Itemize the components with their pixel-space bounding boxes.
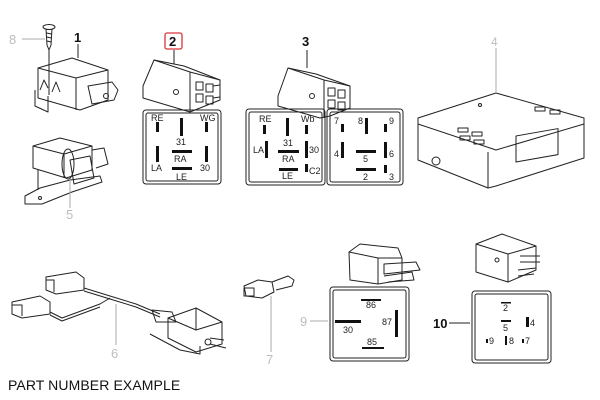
connector-part-7[interactable] bbox=[243, 275, 295, 299]
pin-diagram-part-10 bbox=[471, 290, 552, 364]
pin-30: 30 bbox=[343, 325, 353, 335]
pin-labels-part-3-right: 7 8 9 4 5 6 2 3 bbox=[334, 116, 394, 182]
highlight-frame bbox=[164, 32, 183, 50]
callout-5[interactable]: 5 bbox=[66, 207, 73, 222]
pin-8: 8 bbox=[358, 116, 363, 126]
pin-30: 30 bbox=[200, 163, 210, 173]
pin-labels-part-3-left: RE Wb 31 LA RA 30 LE C2 bbox=[253, 114, 321, 181]
pin-RE: RE bbox=[259, 114, 272, 124]
pin-LE: LE bbox=[176, 172, 187, 182]
pin-5: 5 bbox=[503, 323, 508, 333]
pin-LA: LA bbox=[151, 163, 162, 173]
callout-3[interactable]: 3 bbox=[302, 34, 309, 49]
relay-part-1[interactable] bbox=[34, 57, 119, 113]
pin-2: 2 bbox=[363, 172, 368, 182]
pin-C2: C2 bbox=[309, 166, 321, 176]
pin-9: 9 bbox=[389, 116, 394, 126]
relay-part-3[interactable] bbox=[277, 67, 351, 119]
pin-Wb: Wb bbox=[301, 114, 315, 124]
pin-31: 31 bbox=[176, 137, 186, 147]
pin-WG: WG bbox=[200, 113, 216, 123]
pin-4: 4 bbox=[334, 149, 339, 159]
pin-diagram-part-2 bbox=[142, 109, 222, 185]
pin-4: 4 bbox=[530, 318, 535, 328]
pin-labels-part-10: 2 4 5 9 8 7 bbox=[489, 303, 535, 346]
relay-holder-part-5[interactable] bbox=[24, 137, 109, 205]
callout-10[interactable]: 10 bbox=[433, 316, 447, 331]
pin-bars bbox=[156, 118, 529, 349]
pin-30: 30 bbox=[309, 145, 319, 155]
pin-9: 9 bbox=[489, 336, 494, 346]
pin-5: 5 bbox=[363, 154, 368, 164]
callout-4[interactable]: 4 bbox=[491, 35, 498, 49]
relay-part-9[interactable] bbox=[348, 243, 421, 285]
pin-diagram-part-3-right bbox=[326, 108, 404, 186]
pin-2: 2 bbox=[503, 303, 508, 313]
screw-part-8[interactable] bbox=[42, 24, 56, 51]
pin-LE: LE bbox=[282, 171, 293, 181]
pin-31: 31 bbox=[283, 138, 293, 148]
pin-LA: LA bbox=[253, 145, 264, 155]
caption: PART NUMBER EXAMPLE bbox=[8, 377, 181, 393]
pin-RA: RA bbox=[174, 154, 187, 164]
wiring-harness-part-6[interactable] bbox=[11, 271, 227, 355]
pin-labels-part-2: RE WG 31 LA RA 30 LE bbox=[151, 113, 216, 182]
pin-7: 7 bbox=[334, 116, 339, 126]
pin-RE: RE bbox=[151, 113, 164, 123]
pin-8: 8 bbox=[509, 336, 514, 346]
callout-1[interactable]: 1 bbox=[74, 30, 81, 45]
pin-RA: RA bbox=[282, 154, 295, 164]
relay-part-10[interactable] bbox=[475, 233, 540, 283]
pin-diagram-part-9 bbox=[329, 286, 410, 362]
callout-6[interactable]: 6 bbox=[111, 346, 118, 361]
pin-diagram-part-3-left bbox=[245, 108, 326, 186]
pin-6: 6 bbox=[389, 149, 394, 159]
pin-86: 86 bbox=[366, 300, 376, 310]
control-module-part-4[interactable] bbox=[417, 92, 585, 189]
pin-85: 85 bbox=[367, 337, 377, 347]
pin-3: 3 bbox=[389, 172, 394, 182]
callout-2[interactable]: 2 bbox=[169, 34, 176, 49]
pin-7: 7 bbox=[525, 336, 530, 346]
relay-part-2[interactable] bbox=[142, 59, 221, 113]
pin-87: 87 bbox=[382, 317, 392, 327]
pin-labels-part-9: 86 87 30 85 bbox=[343, 300, 392, 347]
callout-8[interactable]: 8 bbox=[9, 32, 16, 47]
callout-9[interactable]: 9 bbox=[300, 314, 307, 329]
callout-7[interactable]: 7 bbox=[266, 352, 273, 367]
